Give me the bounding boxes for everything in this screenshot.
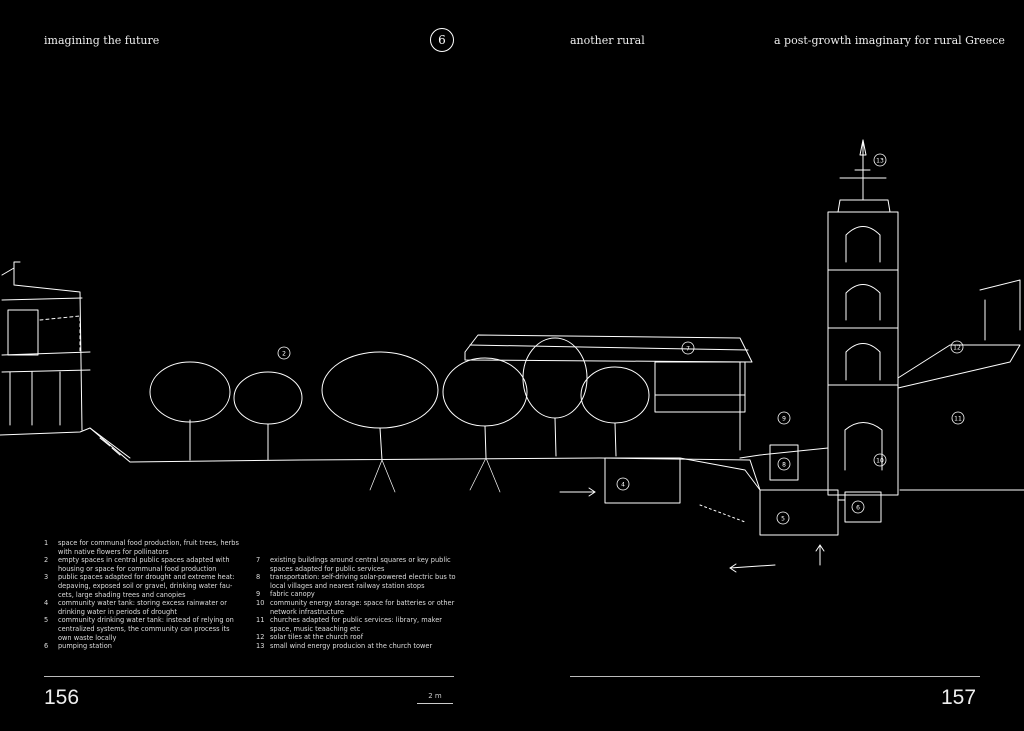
marker-12: 12	[953, 345, 961, 352]
marker-13: 13	[876, 158, 884, 165]
underground-path	[679, 457, 846, 501]
church-tower-sketch	[827, 139, 899, 496]
trees-sketch	[149, 337, 650, 493]
bus-outline	[769, 444, 799, 481]
arrow-up-head	[815, 544, 825, 552]
arrow-in-head	[588, 487, 596, 497]
drawing-marker-numbers: 2 7 13 12 11 10 9 8 4 5 6	[282, 158, 962, 523]
marker-7: 7	[686, 346, 690, 353]
marker-11: 11	[954, 416, 962, 423]
public-service-building-sketch	[464, 334, 753, 451]
marker-5: 5	[781, 516, 785, 523]
pump-station-outline	[844, 491, 882, 523]
left-running-title: imagining the future	[44, 34, 160, 47]
marker-4: 4	[621, 482, 625, 489]
marker-6: 6	[856, 505, 860, 512]
page-number-left: 156	[44, 686, 80, 709]
chapter-number-badge: 6	[430, 28, 454, 52]
marker-9: 9	[782, 416, 786, 423]
ground-line-left	[0, 427, 601, 463]
footer-rule-left	[44, 676, 454, 677]
drawing-marker-circles	[277, 153, 965, 525]
page-number-right: 157	[941, 686, 977, 709]
left-building-sketch	[1, 261, 91, 431]
marker-8: 8	[782, 462, 786, 469]
scale-bar	[417, 703, 453, 704]
tank-5-outline	[759, 489, 839, 536]
marker-10: 10	[876, 458, 884, 465]
steps-left	[89, 427, 131, 459]
right-running-title: a post-growth imaginary for rural Greece	[774, 34, 1005, 47]
footer-rule-right	[570, 676, 980, 677]
right-building-sketch	[979, 279, 1021, 341]
church-roof-solar	[897, 344, 1021, 389]
ground-line-mid	[599, 447, 829, 491]
marker-2: 2	[282, 351, 286, 358]
tank-4-outline	[604, 457, 681, 504]
section-title: another rural	[570, 34, 645, 47]
arrow-out-head	[729, 563, 737, 573]
arrow-out	[729, 564, 776, 569]
scale-label: 2 m	[428, 692, 442, 700]
dotted-flow	[699, 504, 746, 523]
